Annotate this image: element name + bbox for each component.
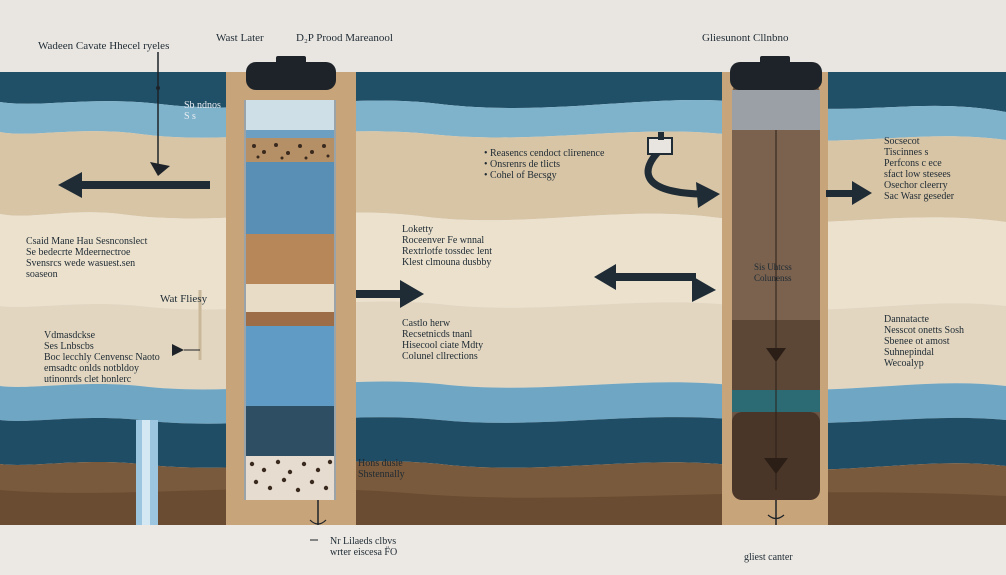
label-center-lower: Castlo herw Recsetnicds tnanl Hisecool c…: [402, 318, 484, 362]
title-top-left: Wadeen Cavate Hhecel ryeles: [38, 40, 170, 52]
gravel-layer-bottom: [246, 456, 334, 500]
label-left-lower: Vdmasdckse Ses Lnbscbs Boc lecchly Cenve…: [44, 330, 160, 385]
label-bottom-right-well: gliest canter: [744, 552, 793, 563]
label-sediment-block: • Reasencs cendoct clirenence • Onsrenrs…: [484, 148, 605, 181]
clay-layer-pale: [0, 212, 1006, 310]
label-water-filter: Wat Fliesy: [160, 293, 208, 305]
label-left-mid: Csaid Mane Hau Sesnconslect Se bedecrte …: [26, 236, 148, 280]
label-bottom-center: Hons dusie Shstennally: [358, 458, 405, 480]
flow-arrow-down-2: [764, 458, 788, 474]
label-right-lower: Dannatacte Nesscot onetts Sosh Sbenee ot…: [884, 314, 964, 369]
gravel-dots-top: [252, 143, 330, 160]
gravel-layer-top: [246, 138, 334, 162]
label-right-well-inner: Sis Uhtcss Colunenss: [754, 262, 792, 283]
label-surface-water: Sb ndnos S s: [184, 100, 221, 122]
label-center-mid: Loketty Roceenver Fe wnnal Rextrlotfe to…: [402, 224, 492, 268]
title-main: D₂P Prood Mareanool: [296, 32, 393, 44]
title-water-label: Wast Later: [216, 32, 264, 44]
flow-arrows: [58, 172, 872, 308]
label-bottom-left-well: Nr Lilaeds clbvs wrter eiscesa F̈O: [330, 536, 398, 558]
gravel-dots-bottom: [249, 459, 333, 493]
flow-arrow-down-1: [766, 348, 786, 362]
right-well-cap: [730, 62, 822, 90]
sand-filter-layer: [246, 234, 334, 284]
title-right: Gliesunont Cllnbno: [702, 32, 789, 44]
label-right-top: Socsecot Tiscinnes s Perfcons c ece sfac…: [884, 136, 955, 202]
left-well-cap: [246, 62, 336, 90]
